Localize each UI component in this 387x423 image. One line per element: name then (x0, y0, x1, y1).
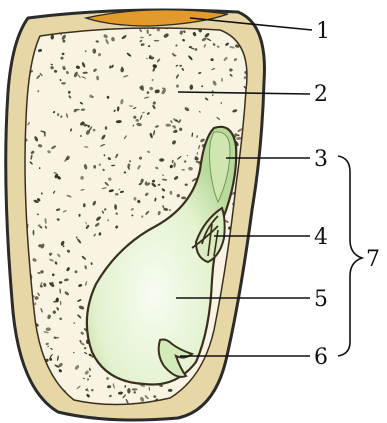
speckle (239, 324, 242, 327)
speckle (237, 327, 243, 332)
speckle (237, 388, 240, 391)
speckle (231, 377, 236, 382)
speckle (87, 378, 89, 380)
speckle (238, 317, 242, 322)
speckle (249, 344, 253, 348)
speckle (242, 350, 247, 353)
speckle (244, 329, 248, 333)
speckle (62, 40, 65, 43)
speckle (231, 395, 235, 399)
embryo-bracket (338, 156, 362, 356)
speckle (244, 342, 248, 344)
speckle (245, 305, 251, 311)
speckle (182, 169, 185, 171)
label-4: 4 (314, 225, 328, 250)
label-5: 5 (314, 287, 328, 312)
speckle (27, 404, 33, 410)
label-7: 7 (366, 247, 380, 272)
speckle (233, 338, 237, 341)
speckle (241, 307, 246, 312)
speckle (245, 292, 250, 297)
speckle (148, 45, 150, 47)
speckle (247, 328, 252, 331)
speckle (236, 336, 241, 341)
label-3: 3 (314, 147, 328, 172)
speckle (30, 402, 33, 407)
speckle (46, 327, 51, 331)
speckle (236, 373, 239, 378)
speckle (233, 346, 235, 350)
speckle (223, 374, 225, 377)
label-6: 6 (314, 345, 328, 370)
speckle (245, 332, 248, 336)
speckle (227, 407, 232, 411)
label-2: 2 (314, 82, 328, 107)
label-1: 1 (316, 19, 330, 44)
speckle (215, 401, 219, 405)
speckle (78, 214, 80, 217)
speckle (246, 404, 249, 407)
speckle (127, 388, 130, 394)
speckle (246, 379, 248, 383)
speckle (248, 313, 251, 317)
speckle (245, 385, 250, 391)
